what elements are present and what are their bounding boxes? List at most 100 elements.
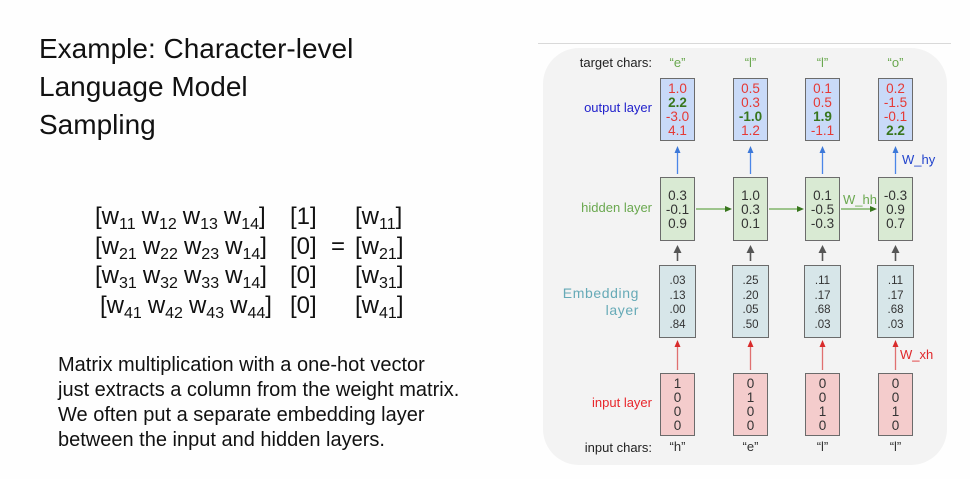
output-logit: 0.3 <box>741 95 760 110</box>
embedding-value: .00 <box>669 304 686 316</box>
output-logit: -1.0 <box>738 109 763 124</box>
weight-term: w11 <box>101 203 136 233</box>
term-subscript: 33 <box>201 275 220 292</box>
term-subscript: 41 <box>124 304 142 322</box>
embedding-layer-box: .25.20.05.50 <box>732 265 769 338</box>
title-line: Example: Character-level <box>39 33 354 64</box>
term-base: w <box>147 291 166 319</box>
term-subscript: 21 <box>379 245 397 263</box>
term-base: w <box>223 203 242 230</box>
one-hot-bit: 0 <box>746 418 755 433</box>
open-bracket: [ <box>95 232 102 260</box>
term-subscript: 32 <box>160 275 178 292</box>
close-bracket: ] <box>395 203 403 230</box>
hidden-value: 0.1 <box>741 216 760 231</box>
open-bracket: [ <box>355 291 362 319</box>
one-hot-entry: [0] <box>290 261 317 291</box>
close-bracket: ] <box>259 203 266 230</box>
weight-term: w13 <box>183 203 218 233</box>
term-subscript: 11 <box>119 216 136 233</box>
embedding-value: .11 <box>814 275 831 287</box>
description-paragraph: Matrix multiplication with a one-hot vec… <box>58 353 459 453</box>
close-bracket: ] <box>396 291 404 319</box>
close-bracket: ] <box>265 291 272 319</box>
weight-label-w-xh: W_xh <box>900 347 934 362</box>
open-bracket: [ <box>100 291 107 319</box>
embedding-label-line: layer <box>605 302 639 318</box>
input-char: “e” <box>742 439 759 454</box>
hidden-value: -0.3 <box>810 216 835 231</box>
weight-term: w41 <box>106 291 142 322</box>
term-base: w <box>106 291 125 319</box>
one-hot-bit: 0 <box>746 376 755 391</box>
output-logit: 4.1 <box>668 123 687 138</box>
result-entry: [w11] <box>355 202 403 233</box>
one-hot-bit: 1 <box>818 404 827 419</box>
term-base: w <box>225 232 243 260</box>
one-hot-bit: 0 <box>891 418 900 433</box>
weight-term: w22 <box>143 233 178 263</box>
hidden-layer-label: hidden layer <box>581 200 652 215</box>
embedding-value: .68 <box>887 304 904 316</box>
close-bracket: ] <box>260 232 267 260</box>
embedding-value: .84 <box>669 318 686 331</box>
weight-term: w12 <box>142 203 177 233</box>
one-hot-value: 0 <box>296 291 311 319</box>
one-hot-bit: 0 <box>746 404 755 419</box>
slide-title: Example: Character-level Language Model … <box>39 30 353 144</box>
title-line: Sampling <box>39 109 156 140</box>
one-hot-bit: 0 <box>891 390 900 405</box>
input-char: “l” <box>889 439 902 454</box>
term-subscript: 22 <box>160 245 178 263</box>
input-chars-label: input chars: <box>584 440 652 455</box>
weight-term: w44 <box>230 292 265 322</box>
result-entry: [w41] <box>355 291 404 322</box>
close-bracket: ] <box>310 291 317 319</box>
one-hot-entry: [1] <box>290 202 317 232</box>
one-hot-bit: 0 <box>673 418 682 433</box>
term-base: w <box>101 203 120 230</box>
embedding-value: .20 <box>742 289 759 302</box>
hidden-value: -0.5 <box>810 202 835 217</box>
output-logit: 0.2 <box>886 81 905 96</box>
weight-term: w21 <box>101 232 137 263</box>
close-bracket: ] <box>310 203 317 230</box>
embedding-value: .13 <box>669 289 686 302</box>
term-base: w <box>188 291 207 319</box>
term-base: w <box>101 232 120 260</box>
open-bracket: [ <box>290 232 297 260</box>
title-line: Language Model <box>39 71 248 102</box>
one-hot-bit: 1 <box>891 404 900 419</box>
term-subscript: 13 <box>200 216 218 233</box>
term-subscript: 14 <box>242 245 261 263</box>
embedding-value: .50 <box>742 318 759 331</box>
output-logit: 0.5 <box>813 95 832 110</box>
result-entry: [w21] <box>355 232 403 263</box>
output-logit: 2.2 <box>886 123 905 138</box>
output-logit: 0.5 <box>741 81 760 96</box>
open-bracket: [ <box>355 262 362 289</box>
open-bracket: [ <box>355 203 362 230</box>
weight-term: w42 <box>147 291 183 322</box>
output-logit: -1.1 <box>810 123 835 138</box>
hidden-value: 0.9 <box>668 216 687 231</box>
weight-term: w31 <box>102 262 137 292</box>
description-line: Matrix multiplication with a one-hot vec… <box>58 354 425 376</box>
output-logit: -3.0 <box>665 109 690 124</box>
weight-term: w14 <box>223 203 259 233</box>
embedding-layer-box: .03.13.00.84 <box>659 265 696 338</box>
term-subscript: 42 <box>165 304 183 322</box>
open-bracket: [ <box>355 232 362 260</box>
term-base: w <box>361 232 380 260</box>
hidden-value: 1.0 <box>741 188 760 203</box>
one-hot-bit: 1 <box>746 390 755 405</box>
embedding-value: .17 <box>814 289 831 302</box>
